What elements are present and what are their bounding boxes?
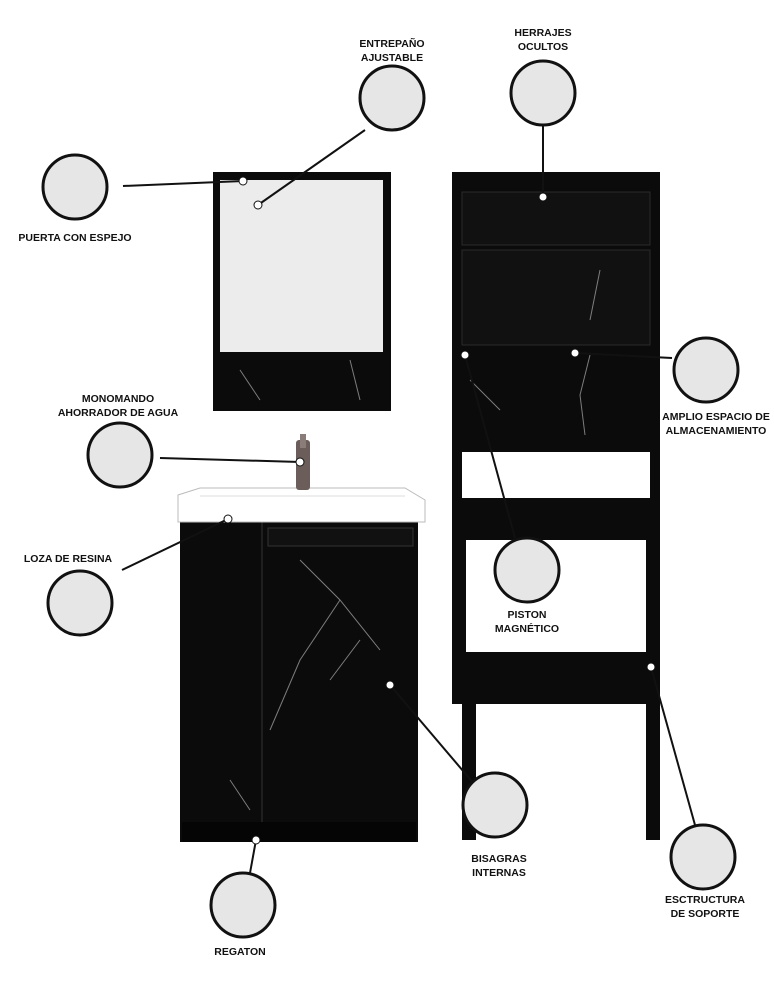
sink xyxy=(177,487,426,523)
label-puerta: PUERTA CON ESPEJO xyxy=(18,232,131,244)
hinges-detail xyxy=(461,771,529,839)
tall-cabinet xyxy=(452,172,660,840)
mirror xyxy=(220,180,383,352)
adjustable-shelf-detail xyxy=(358,64,426,132)
mirror-door-detail xyxy=(41,153,109,221)
mirror-cabinet xyxy=(213,172,391,411)
storage-detail xyxy=(672,336,740,404)
support-structure-detail xyxy=(669,823,737,891)
hidden-hardware-detail xyxy=(509,59,577,127)
vanity xyxy=(177,434,426,842)
faucet-detail xyxy=(86,421,154,489)
label-loza: LOZA DE RESINA xyxy=(24,553,113,565)
resin-sink-detail xyxy=(46,569,114,637)
magnetic-piston-detail xyxy=(493,536,561,604)
leveler-foot-detail xyxy=(209,871,277,939)
label-regaton: REGATON xyxy=(214,946,266,958)
